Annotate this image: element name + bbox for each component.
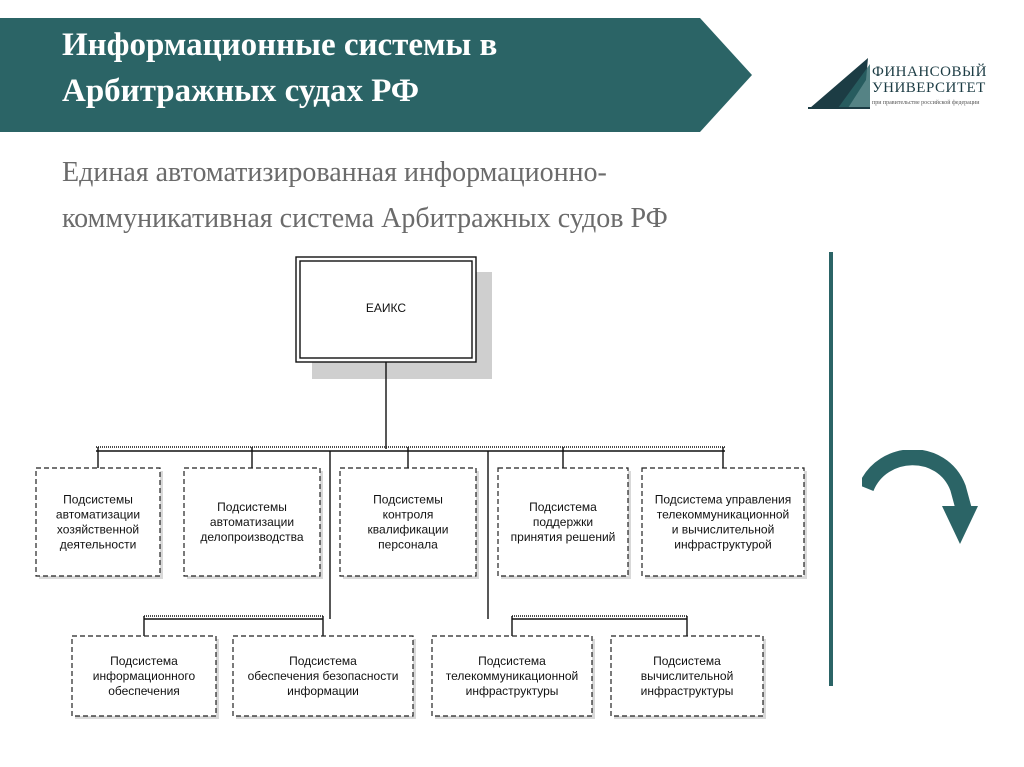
row2-node-2-label-line-1: Подсистема <box>289 654 357 668</box>
row2-node-3-label-line-2: телекоммуникационной <box>446 669 578 683</box>
row2-node-1-label-line-1: Подсистема <box>110 654 178 668</box>
root-node-label-line-1: ЕАИКС <box>366 301 406 315</box>
row1-node-2-label-line-3: делопроизводства <box>200 530 304 544</box>
row2-node-1-label-line-2: информационного <box>93 669 196 683</box>
root-node-inner <box>299 260 473 359</box>
logo-line3: при правительстве российской федерации <box>872 100 980 106</box>
row1-node-1 <box>35 467 161 577</box>
row2-node-4-label-line-2: вычислительной <box>641 669 734 683</box>
row2-node-4 <box>610 635 764 717</box>
row2-node-3 <box>431 635 593 717</box>
row2-node-2 <box>232 635 414 717</box>
org-chart-diagram: ЕАИКСПодсистемыавтоматизациихозяйственно… <box>35 256 807 719</box>
row1-node-3-label-line-4: персонала <box>378 538 438 552</box>
row1-node-4-label-line-3: принятия решений <box>511 530 616 544</box>
row1-node-2-label-line-2: автоматизации <box>210 515 294 529</box>
row1-node-3-label-line-2: контроля <box>383 508 434 522</box>
row2-node-2-label-line-3: информации <box>287 684 359 698</box>
row1-node-2-label-line-1: Подсистемы <box>217 500 287 514</box>
row2-node-4-label-line-3: инфраструктуры <box>641 684 734 698</box>
curved-arrow-down-icon <box>862 450 978 544</box>
logo-line1: ФИНАНСОВЫЙ <box>872 64 987 80</box>
vertical-divider <box>829 252 833 686</box>
row1-node-3-label-line-1: Подсистемы <box>373 493 443 507</box>
row1-node-5-label-line-1: Подсистема управления <box>655 493 791 507</box>
row1-node-1-label-line-2: автоматизации <box>56 508 140 522</box>
subtitle-line1: Единая автоматизированная информационно- <box>62 157 607 188</box>
row1-node-5-label-line-4: инфраструктурой <box>674 538 772 552</box>
subtitle-line2: коммуникативная система Арбитражных судо… <box>62 203 668 234</box>
row1-node-4-label-line-1: Подсистема <box>529 500 597 514</box>
row1-node-3-label-line-3: квалификации <box>368 523 449 537</box>
page-title-line1: Информационные системы в <box>62 27 498 63</box>
logo-line2: УНИВЕРСИТЕТ <box>872 80 986 96</box>
row1-node-4-label-line-2: поддержки <box>533 515 593 529</box>
page-title: Информационные системы в Арбитражных суд… <box>62 22 702 114</box>
row2-node-2-label-line-2: обеспечения безопасности <box>248 669 399 683</box>
row2-node-4-label-line-1: Подсистема <box>653 654 721 668</box>
row1-node-5-label-line-3: и вычислительной <box>672 523 775 537</box>
university-logo-icon <box>808 58 870 109</box>
row1-node-5-label-line-2: телекоммуникационной <box>657 508 789 522</box>
row1-node-4 <box>497 467 629 577</box>
row1-node-2 <box>183 467 321 577</box>
header-banner <box>0 18 752 132</box>
row1-node-3 <box>339 467 477 577</box>
row2-node-1 <box>71 635 217 717</box>
row1-node-1-label-line-1: Подсистемы <box>63 493 133 507</box>
row2-node-3-label-line-3: инфраструктуры <box>466 684 559 698</box>
row1-node-1-label-line-3: хозяйственной <box>57 523 139 537</box>
row1-node-5 <box>641 467 805 577</box>
page-title-line2: Арбитражных судах РФ <box>62 73 420 109</box>
row2-node-1-label-line-3: обеспечения <box>108 684 180 698</box>
subtitle: Единая автоматизированная информационно-… <box>62 150 942 242</box>
row2-node-3-label-line-1: Подсистема <box>478 654 546 668</box>
row1-node-1-label-line-4: деятельности <box>60 538 137 552</box>
